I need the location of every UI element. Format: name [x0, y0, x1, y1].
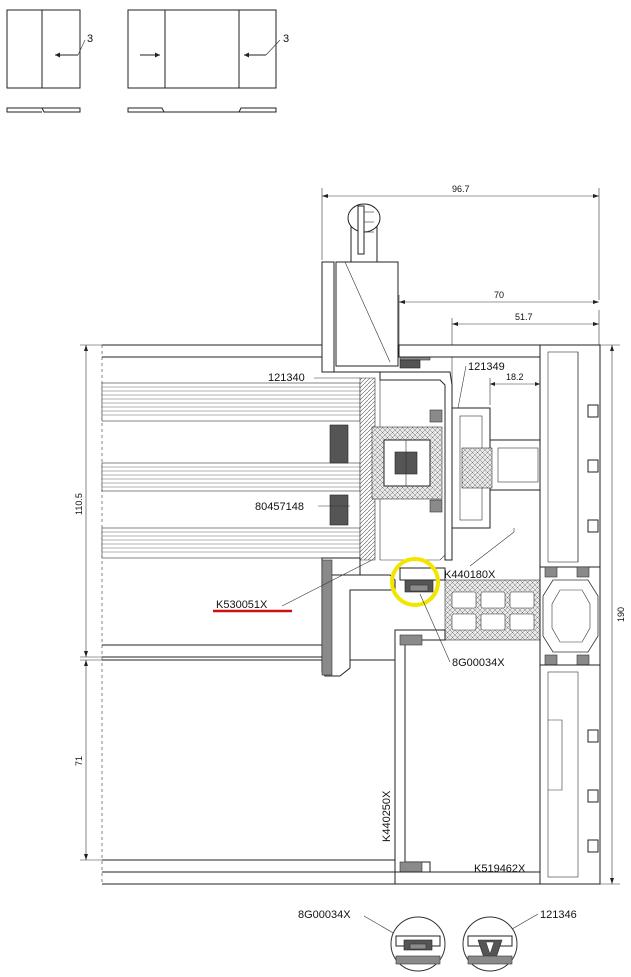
label-8G00034X: 8G00034X: [452, 657, 505, 669]
label-K519462X: K519462X: [474, 863, 526, 875]
dim-70: 70: [494, 290, 504, 300]
label-K440250X: K440250X: [381, 790, 393, 842]
gap-label-right: 3: [283, 33, 289, 45]
part-labels: 121340 121349 80457148 K440180X K530051X…: [216, 361, 526, 875]
dimension-71: 71: [74, 659, 102, 861]
sash-profile-upper: [330, 349, 453, 561]
detail-8G00034X: 8G00034X: [298, 909, 446, 972]
dimension-18-2: 18.2: [489, 372, 541, 405]
detail-121346: 121346: [462, 909, 577, 972]
schematic-double-sash: 3: [127, 9, 289, 113]
detail-label-8G00034X: 8G00034X: [298, 909, 351, 921]
glass-panes: [101, 382, 361, 559]
highlight-circle: [390, 557, 440, 607]
dim-18-2: 18.2: [506, 372, 524, 382]
label-121340: 121340: [268, 372, 305, 384]
bead-profile-K530051X: [321, 557, 446, 677]
schematic-single-sash: 3: [6, 9, 93, 113]
label-80457148: 80457148: [255, 501, 304, 513]
dimension-190: 190: [600, 344, 626, 885]
dim-190: 190: [616, 607, 626, 622]
detail-label-121346: 121346: [540, 909, 577, 921]
dim-71: 71: [74, 756, 84, 766]
dim-51-7: 51.7: [515, 312, 533, 322]
dimension-70: 70: [398, 290, 599, 345]
dim-total-width: 96.7: [452, 184, 470, 194]
dimension-110-5: 110.5: [74, 344, 102, 658]
dimension-96-7: 96.7: [321, 184, 600, 300]
frame-profile-K519462X: [539, 664, 601, 885]
label-K530051X: K530051X: [216, 599, 268, 611]
label-K440180X: K440180X: [444, 569, 496, 581]
dim-110-5: 110.5: [74, 493, 84, 515]
label-121349: 121349: [468, 361, 505, 373]
transom-middle: [444, 566, 601, 666]
gap-label-left: 3: [87, 33, 93, 45]
handle-key: [321, 203, 399, 373]
frame-profile-right: [398, 344, 601, 568]
